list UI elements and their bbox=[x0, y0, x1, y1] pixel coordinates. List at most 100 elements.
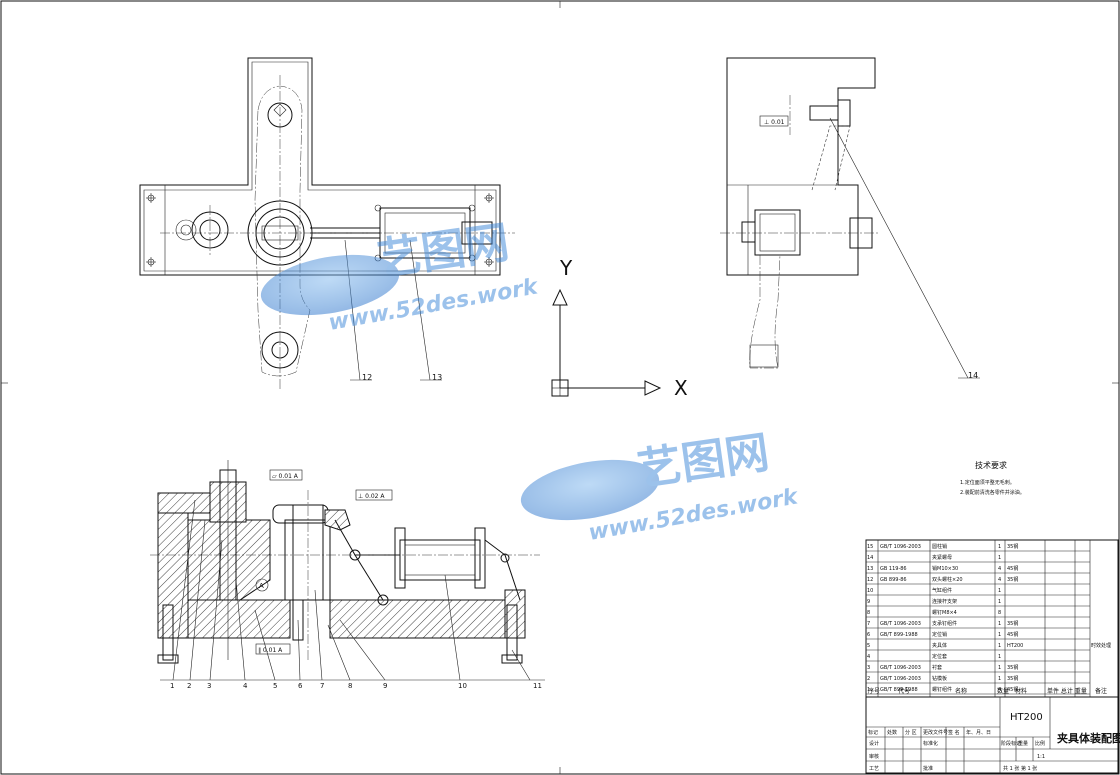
bom-cell-name: 夹紧螺母 bbox=[932, 554, 952, 561]
tech-item-2: 2.装配前清洗各零件并涂油。 bbox=[960, 489, 1025, 496]
bom-cell-material: 35钢 bbox=[1007, 620, 1018, 627]
bom-cell-no: 3 bbox=[867, 665, 870, 671]
bom-cell-no: 1 bbox=[867, 687, 870, 693]
bom-cell-no: 6 bbox=[867, 632, 870, 638]
bom-cell-material: 35钢 bbox=[1007, 576, 1018, 583]
bom-cell-qty: 4 bbox=[998, 566, 1001, 572]
bom-cell-no: 5 bbox=[867, 643, 870, 649]
bom-cell-qty: 1 bbox=[998, 643, 1001, 649]
bom-cell-qty: 8 bbox=[998, 610, 1001, 616]
bom-header-material: 材料 bbox=[1015, 687, 1027, 695]
bom-cell-name: 钻模板 bbox=[932, 675, 947, 682]
bom-cell-no: 13 bbox=[867, 566, 873, 572]
bom-cell-code: GB/T 1096-2003 bbox=[880, 621, 921, 627]
bom-cell-code: GB 899-86 bbox=[880, 577, 907, 583]
bom-header-qty: 数量 bbox=[997, 687, 1009, 695]
bom-cell-material: 35钢 bbox=[1007, 675, 1018, 682]
bom-cell-qty: 4 bbox=[998, 577, 1001, 583]
watermark-brand-top: 艺图网 bbox=[374, 217, 512, 286]
bom-cell-name: 定位套 bbox=[932, 653, 947, 660]
tolerance-3: ∥ 0.01 A bbox=[258, 647, 283, 654]
revision-col-3: 更改文件号 bbox=[923, 729, 948, 736]
revision-col-2: 分 区 bbox=[905, 729, 917, 736]
sheet-count: 共 1 张 第 1 张 bbox=[1003, 765, 1037, 772]
standardization: 标准化 bbox=[923, 740, 938, 747]
bom-cell-no: 4 bbox=[867, 654, 870, 660]
bom-cell-no: 12 bbox=[867, 577, 873, 583]
scale-label: 比例 bbox=[1035, 740, 1045, 747]
revision-col-1: 处数 bbox=[887, 729, 897, 736]
weight-label: 重量 bbox=[1018, 740, 1028, 747]
tech-heading: 技术要求 bbox=[975, 460, 1007, 470]
side-tolerance: ⊥ 0.01 bbox=[764, 119, 785, 126]
balloon-10: 10 bbox=[458, 682, 467, 690]
section-view: A ▱ 0.01 A ⊥ 0.02 A ∥ 0.01 A bbox=[150, 460, 545, 681]
bom-cell-qty: 1 bbox=[998, 555, 1001, 561]
bom-cell-no: 10 bbox=[867, 588, 873, 594]
drawing-title: 夹具体装配图 bbox=[1057, 731, 1120, 745]
bom-cell-code: GB 119-86 bbox=[880, 566, 907, 572]
bom-cell-qty: 1 bbox=[998, 654, 1001, 660]
bom-cell-name: 螺钉M8×4 bbox=[932, 609, 957, 616]
title-block: HT200 夹具体装配图 标记处数分 区更改文件号签 名年、月、日 设计 审核 … bbox=[865, 696, 1120, 774]
bom-cell-qty: 1 bbox=[998, 544, 1001, 550]
axis-label-y: Y bbox=[559, 256, 573, 280]
bom-cell-material: 35钢 bbox=[1007, 664, 1018, 671]
balloon-14: 14 bbox=[968, 371, 978, 380]
bom-cell-material: 35钢 bbox=[1007, 543, 1018, 550]
bom-cell-code: GB/T 1096-2003 bbox=[880, 676, 921, 682]
bom-cell-no: 9 bbox=[867, 599, 870, 605]
stage-mark: 阶段标记 bbox=[1001, 740, 1021, 747]
role-process: 工艺 bbox=[869, 766, 879, 772]
axis-label-x: X bbox=[674, 376, 688, 400]
bom-header-code: 代号 bbox=[898, 687, 910, 695]
bom-header-name: 名称 bbox=[955, 687, 967, 695]
tech-requirements: 技术要求 1.定位面须平整无毛刺。 2.装配前清洗各零件并涂油。 bbox=[960, 460, 1025, 496]
bom-cell-name: 夹具体 bbox=[932, 642, 947, 649]
bom-cell-name: 衬套 bbox=[932, 664, 942, 671]
balloon-4: 4 bbox=[243, 682, 248, 690]
section-leaders bbox=[160, 499, 545, 681]
bom-cell-no: 2 bbox=[867, 676, 870, 682]
bom-cell-remark: 时效处理 bbox=[1091, 642, 1111, 649]
bom-cell-qty: 1 bbox=[998, 621, 1001, 627]
watermark-bottom: 艺图网 www.52des.work bbox=[520, 427, 801, 546]
tech-item-1: 1.定位面须平整无毛刺。 bbox=[960, 479, 1015, 486]
revision-col-4: 签 名 bbox=[948, 729, 960, 736]
bom-cell-code: GB/T 899-1988 bbox=[880, 632, 918, 638]
top-view: 12 13 bbox=[139, 57, 515, 390]
balloon-5: 5 bbox=[273, 682, 277, 690]
balloon-1: 1 bbox=[170, 682, 174, 690]
bom-cell-qty: 1 bbox=[998, 632, 1001, 638]
bom-cell-qty: 1 bbox=[998, 665, 1001, 671]
scale-value: 1:1 bbox=[1037, 754, 1045, 760]
bom-cell-name: 圆柱销 bbox=[932, 543, 947, 550]
bom-cell-name: 双头螺柱×20 bbox=[932, 576, 963, 583]
bom-cell-no: 7 bbox=[867, 621, 870, 627]
tolerance-1: ▱ 0.01 A bbox=[272, 473, 299, 480]
balloon-12: 12 bbox=[362, 373, 372, 382]
balloon-2: 2 bbox=[187, 682, 191, 690]
balloon-11: 11 bbox=[533, 682, 542, 690]
bom-cell-qty: 1 bbox=[998, 676, 1001, 682]
bom-cell-name: 销M10×30 bbox=[932, 565, 958, 572]
balloon-6: 6 bbox=[298, 682, 303, 690]
watermark-top: 艺图网 www.52des.work bbox=[260, 217, 541, 336]
datum-label: A bbox=[259, 582, 264, 590]
approve: 批准 bbox=[923, 765, 933, 772]
material-value: HT200 bbox=[1010, 712, 1043, 723]
bom-cell-name: 支承钉组件 bbox=[932, 620, 957, 627]
bom-cell-material: HT200 bbox=[1007, 643, 1023, 649]
balloon-3: 3 bbox=[207, 682, 211, 690]
bom-header-no: 序号 bbox=[868, 687, 880, 695]
revision-col-5: 年、月、日 bbox=[966, 729, 991, 736]
bom-cell-name: 螺钉组件 bbox=[932, 686, 952, 693]
balloon-9: 9 bbox=[383, 682, 387, 690]
bom-cell-material: 45钢 bbox=[1007, 565, 1018, 572]
role-review: 审核 bbox=[869, 753, 879, 760]
watermark-brand-bottom: 艺图网 bbox=[634, 427, 772, 496]
tolerance-2: ⊥ 0.02 A bbox=[358, 493, 385, 500]
